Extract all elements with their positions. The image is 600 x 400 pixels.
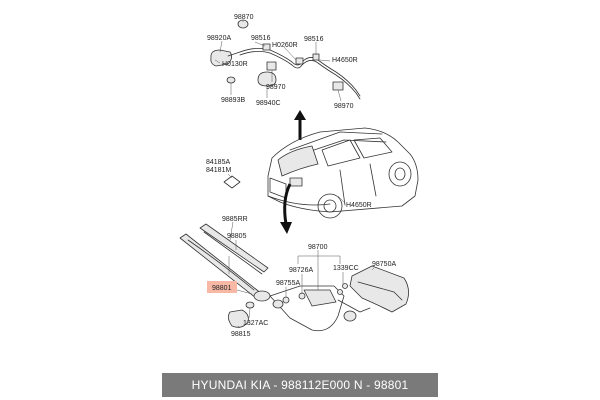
label-h4650r-top: H4650R: [332, 57, 358, 64]
label-h4650r-mid: H4650R: [346, 202, 372, 209]
label-98726a: 98726A: [289, 267, 313, 274]
label-98940c: 98940C: [256, 100, 281, 107]
clip: [223, 175, 241, 189]
label-9885rr: 9885RR: [222, 216, 248, 223]
label-98893b: 98893B: [221, 97, 245, 104]
label-98870: 98870: [234, 14, 254, 21]
highlight-box: [207, 281, 237, 293]
wiper-arm-hub: [253, 290, 271, 302]
washer-nozzle: [210, 49, 232, 67]
label-h0260r: H0260R: [272, 42, 298, 49]
arrow-down: [280, 183, 292, 234]
license-plate: [289, 177, 303, 187]
hose-connector: [262, 43, 271, 51]
front-wheel: [388, 161, 412, 187]
motor-gear: [343, 310, 357, 322]
label-98970-a: 98970: [266, 84, 286, 91]
washer-ring: [282, 296, 290, 304]
screw: [342, 283, 348, 289]
wiper-assembly: [179, 221, 409, 332]
hose-clamp: [266, 61, 277, 71]
motor-cover: [349, 265, 409, 313]
label-h0130r: H0130R: [222, 61, 248, 68]
label-98805: 98805: [227, 233, 247, 240]
arm-cover: [228, 309, 249, 328]
grommet: [226, 76, 236, 84]
label-98815: 98815: [231, 331, 251, 338]
label-98700: 98700: [308, 244, 328, 251]
nut: [245, 301, 255, 309]
part-number-footer: HYUNDAI KIA - 988112E000 N - 98801: [162, 373, 438, 397]
vehicle-illustration: [267, 127, 419, 219]
label-98516-b: 98516: [304, 36, 324, 43]
label-98750a: 98750A: [372, 261, 396, 268]
label-84185a: 84185A: [206, 159, 230, 166]
grommet: [272, 299, 284, 309]
rear-window: [277, 145, 319, 177]
label-98516-a: 98516: [251, 35, 271, 42]
label-98970-b: 98970: [334, 103, 354, 110]
label-1327ac: 1327AC: [243, 320, 268, 327]
label-84181m: 84181M: [206, 167, 231, 174]
clip-item: [223, 173, 241, 189]
label-98801: 98801: [212, 285, 232, 292]
washer-hose-assembly: [210, 19, 361, 102]
wiper-blade: [199, 223, 269, 273]
vehicle-body: [267, 127, 419, 213]
hose-clip: [257, 71, 277, 87]
wiper-motor: [303, 289, 337, 307]
label-98755a: 98755A: [276, 280, 300, 287]
screw: [337, 289, 343, 295]
hose-connector: [295, 57, 304, 65]
hose-clamp: [332, 81, 344, 91]
label-98920a: 98920A: [207, 35, 231, 42]
label-1339cc: 1339CC: [333, 265, 359, 272]
arrow-up: [294, 110, 306, 140]
rear-wheel: [317, 193, 343, 219]
